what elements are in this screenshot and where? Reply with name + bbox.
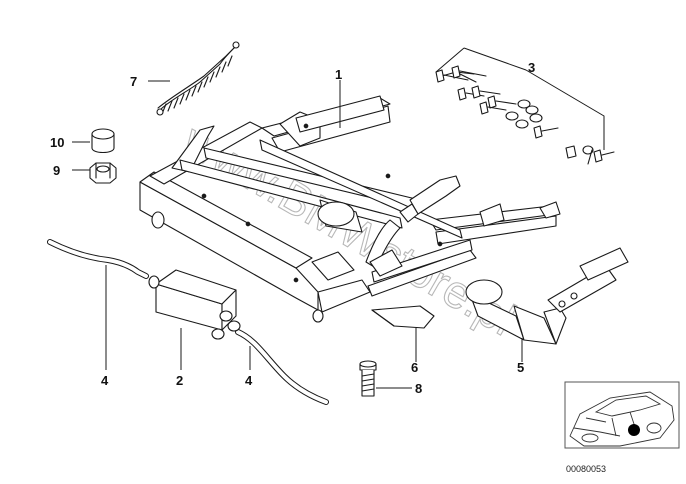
bolt-part (359, 360, 377, 397)
control-unit-part (148, 269, 241, 340)
callout-4-left: 4 (101, 373, 109, 388)
cable-left-part (47, 239, 149, 279)
callout-2: 2 (176, 373, 183, 388)
callout-4-right: 4 (245, 373, 253, 388)
callout-8: 8 (415, 381, 422, 396)
seat-motor-part (465, 247, 629, 345)
cap-part (91, 128, 115, 154)
location-marker (628, 424, 640, 436)
cable-right-part (235, 329, 329, 405)
seat-frame-part (139, 95, 561, 323)
vehicle-thumbnail: 00080053 (564, 381, 680, 474)
diagram-code: 00080053 (566, 464, 606, 474)
nut-part (89, 162, 117, 184)
callout-1: 1 (335, 67, 342, 82)
callouts: 1 2 3 4 4 5 6 7 8 9 10 (50, 60, 535, 396)
callout-10: 10 (50, 135, 64, 150)
leader-lines (72, 47, 605, 389)
cover-part (371, 305, 435, 329)
callout-9: 9 (53, 163, 60, 178)
spring-part (156, 41, 240, 116)
car-outline-icon (569, 391, 675, 447)
hardware-set-part (435, 65, 615, 165)
callout-3: 3 (528, 60, 535, 75)
callout-7: 7 (130, 74, 137, 89)
callout-5: 5 (517, 360, 524, 375)
callout-6: 6 (411, 360, 418, 375)
